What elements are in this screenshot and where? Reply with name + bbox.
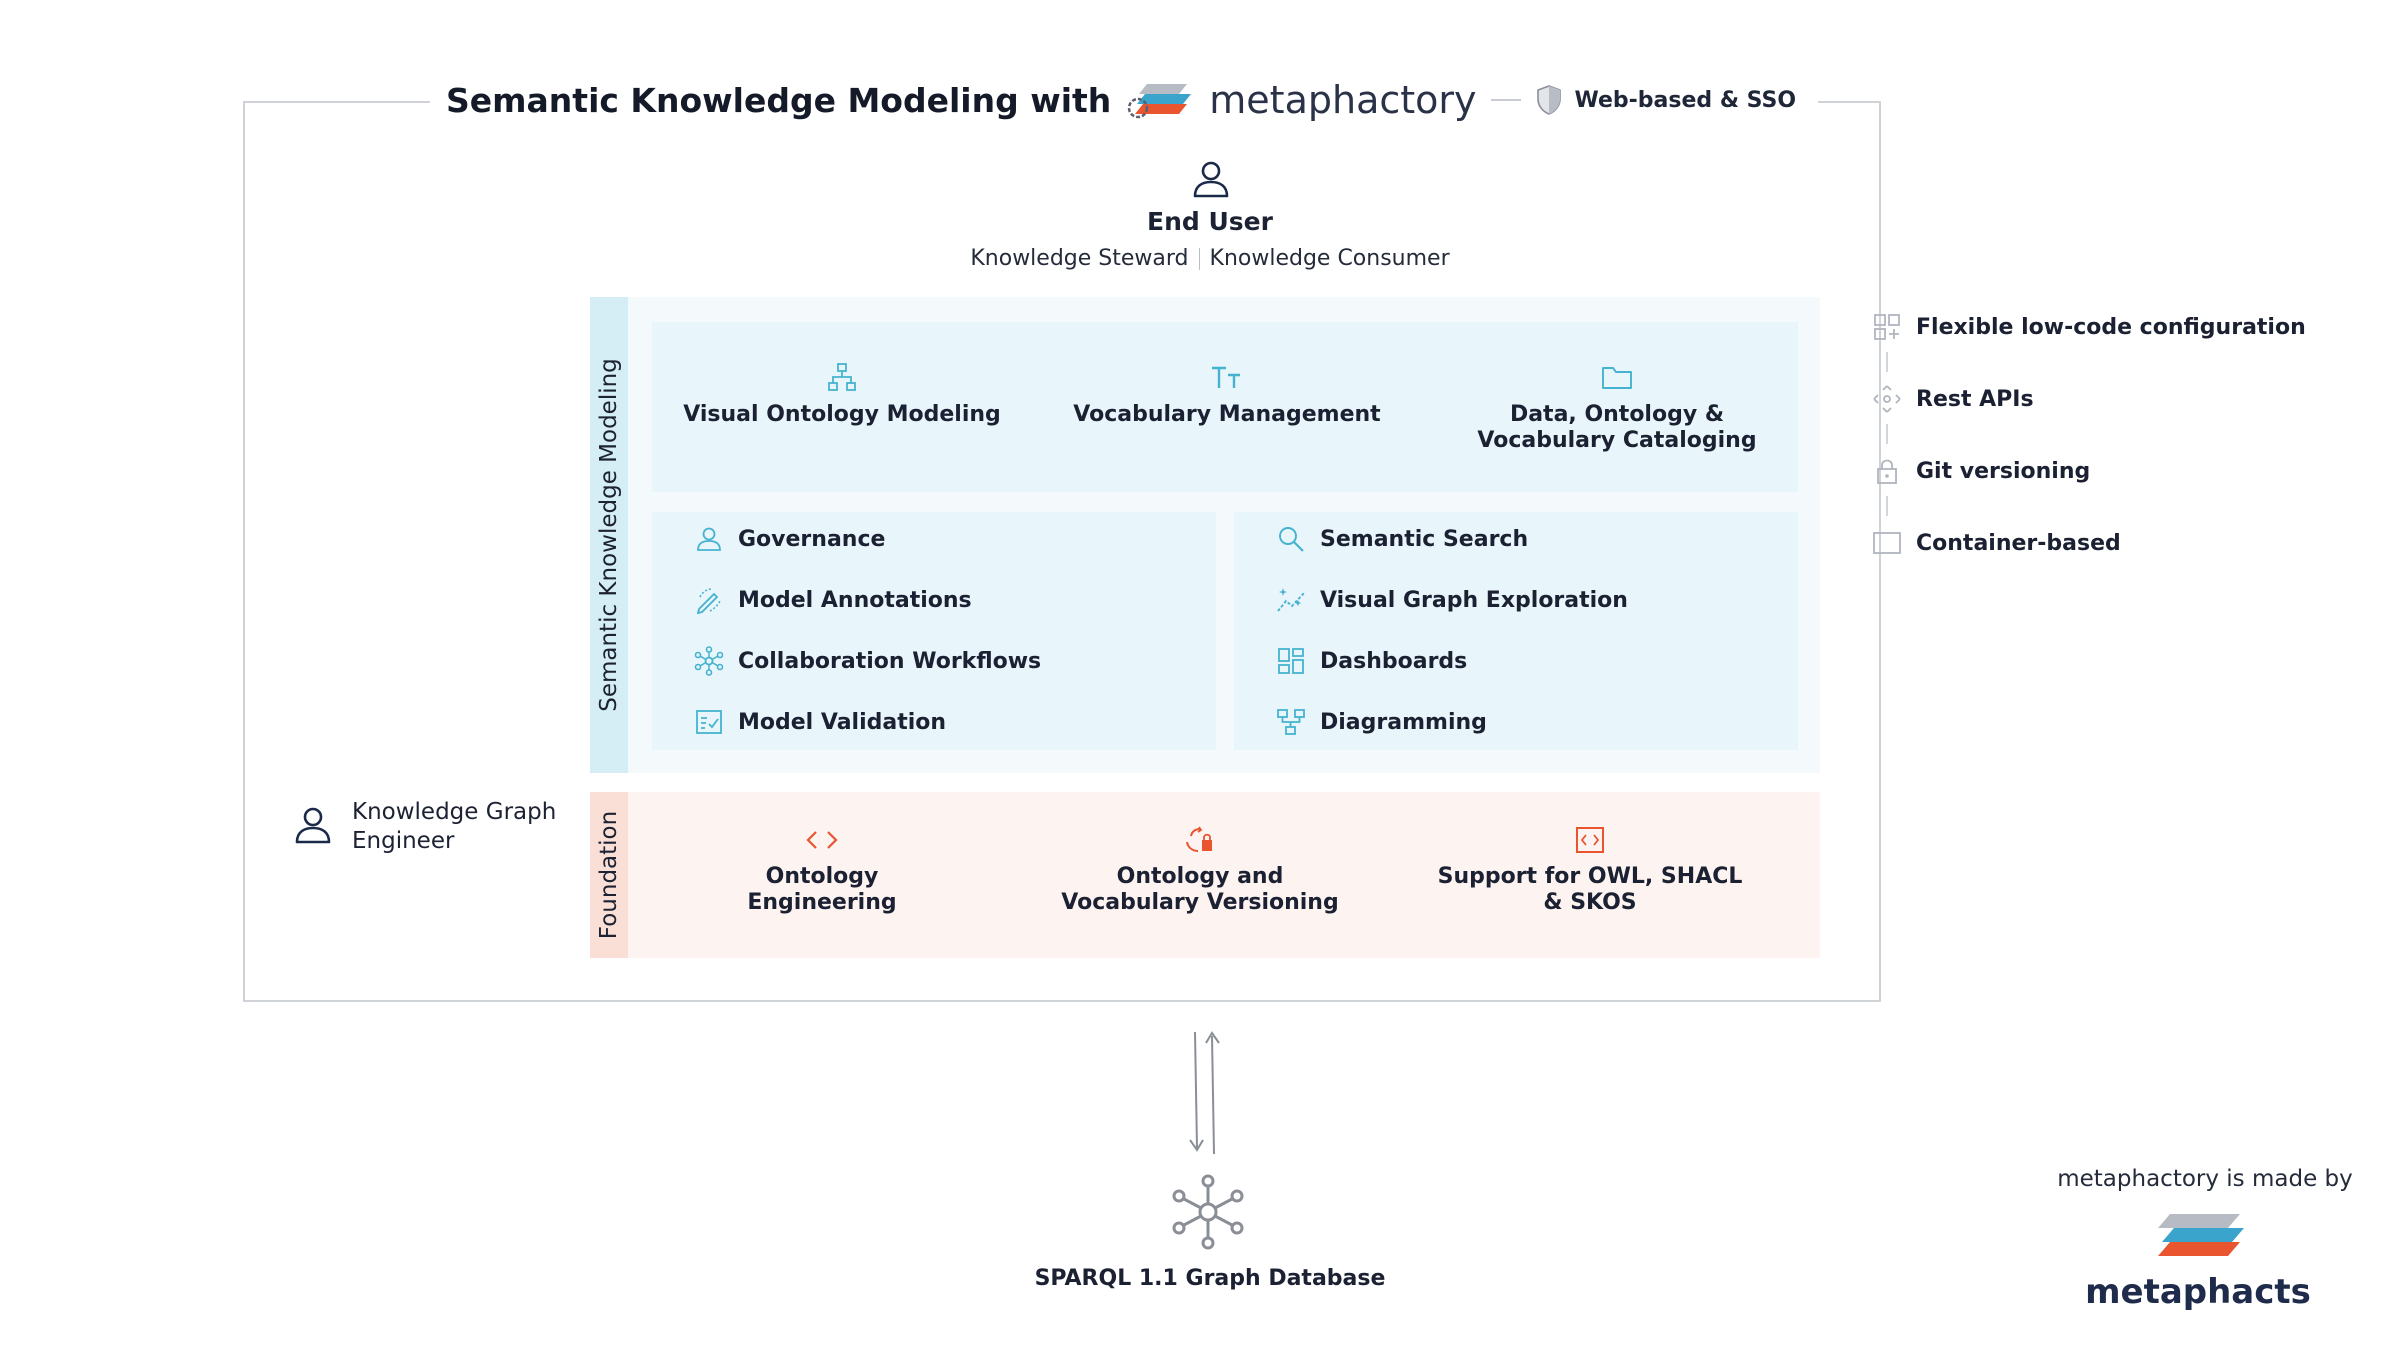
list-item-label: Model Validation (738, 709, 947, 735)
company-name: metaphacts (2085, 1272, 2311, 1312)
feature-data-ontology-cataloging: Data, Ontology & Vocabulary Cataloging (1452, 362, 1782, 454)
lock-icon (1877, 459, 1897, 484)
role-knowledge-consumer: Knowledge Consumer (1209, 246, 1450, 271)
shield-icon (1536, 85, 1561, 115)
made-by-text: metaphactory is made by (2057, 1166, 2353, 1192)
foundation-label-line1: Ontology (765, 864, 879, 889)
feature-label-line1: Data, Ontology & (1509, 402, 1725, 427)
foundation-ontology-versioning: Ontology and Vocabulary Versioning (1020, 826, 1380, 916)
metaphacts-logo-icon (2158, 1214, 2244, 1256)
list-item-label: Diagramming (1320, 709, 1487, 735)
sso-badge: Web-based & SSO (1574, 87, 1797, 113)
governance-panel: Governance Model Annotations Collaborati… (652, 512, 1216, 750)
annotate-icon (696, 588, 721, 615)
title-divider (1490, 99, 1521, 101)
list-item-label: Model Annotations (738, 587, 972, 613)
engineer-icon (295, 807, 331, 844)
end-user-title: End User (1147, 207, 1273, 236)
graph-hub-icon (1172, 1174, 1244, 1250)
text-type-icon (1212, 366, 1240, 388)
metaphactory-logo-icon (1128, 84, 1192, 119)
feature-label-line2: Vocabulary Cataloging (1477, 428, 1757, 453)
folder-icon (1602, 367, 1632, 389)
api-icon (1873, 385, 1901, 413)
foundation-label: Foundation (596, 810, 623, 940)
diagram-title: Semantic Knowledge Modeling with (446, 80, 1112, 120)
semantic-modeling-label-bar: Semantic Knowledge Modeling (590, 297, 628, 773)
side-connector (1886, 424, 1888, 444)
feature-label: Visual Ontology Modeling (683, 402, 1001, 427)
side-feature-label: Git versioning (1916, 458, 2091, 484)
list-item-diagramming: Diagramming (1276, 707, 1487, 737)
list-item-model-annotations: Model Annotations (694, 585, 972, 615)
list-item-model-validation: Model Validation (694, 707, 946, 737)
foundation-label-line2: Engineering (747, 890, 897, 915)
side-feature-label: Container-based (1916, 530, 2121, 556)
side-feature-label: Rest APIs (1916, 386, 2034, 412)
grid-plus-icon (1874, 314, 1900, 340)
top-features-panel: Visual Ontology Modeling Vocabulary Mana… (652, 322, 1798, 492)
dashboard-icon (1278, 648, 1304, 674)
checklist-icon (696, 710, 722, 734)
role-separator (1198, 248, 1200, 270)
foundation-section: Ontology Engineering Ontology and Vocabu… (590, 792, 1820, 958)
exploration-panel: Semantic Search Visual Graph Exploration… (1234, 512, 1798, 750)
list-item-label: Governance (738, 526, 886, 552)
feature-vocabulary-management: Vocabulary Management (1062, 362, 1392, 428)
list-item-semantic-search: Semantic Search (1276, 524, 1528, 554)
semantic-modeling-label: Semantic Knowledge Modeling (596, 358, 622, 712)
diagram-header: Semantic Knowledge Modeling with metapha… (430, 68, 1819, 132)
sparkline-icon (1277, 588, 1305, 612)
foundation-label-bar: Foundation (590, 792, 628, 958)
list-item-governance: Governance (694, 524, 885, 554)
list-item-visual-graph-exploration: Visual Graph Exploration (1276, 585, 1628, 615)
engineer-label: Knowledge Graph Engineer (352, 798, 556, 856)
engineer-label-line1: Knowledge Graph (352, 799, 557, 825)
end-user-icon (1193, 161, 1229, 198)
side-feature-container-based: Container-based (1872, 528, 2121, 558)
versioning-icon (1186, 826, 1212, 852)
foundation-label-line1: Support for OWL, SHACL (1437, 864, 1743, 889)
side-feature-label: Flexible low-code configuration (1916, 314, 2306, 340)
foundation-label-line1: Ontology and (1116, 864, 1284, 889)
foundation-label-line2: Vocabulary Versioning (1061, 890, 1339, 915)
bidirectional-arrows-icon (1189, 1031, 1220, 1155)
code-box-icon (1576, 827, 1604, 853)
feature-visual-ontology-modeling: Visual Ontology Modeling (672, 362, 1012, 428)
code-icon (806, 831, 838, 849)
network-icon (694, 646, 724, 676)
side-connector (1886, 496, 1888, 516)
brand-name: metaphactory (1209, 78, 1477, 122)
list-item-label: Dashboards (1320, 648, 1468, 674)
list-item-label: Visual Graph Exploration (1320, 587, 1628, 613)
side-connector (1886, 352, 1888, 372)
container-icon (1873, 532, 1901, 554)
list-item-label: Collaboration Workflows (738, 648, 1042, 674)
foundation-ontology-engineering: Ontology Engineering (672, 826, 972, 916)
foundation-owl-shacl-skos: Support for OWL, SHACL & SKOS (1420, 826, 1760, 916)
person-icon (697, 527, 721, 551)
diagram-icon (1277, 709, 1305, 735)
foundation-label-line2: & SKOS (1543, 890, 1637, 915)
engineer-label-line2: Engineer (352, 828, 455, 854)
side-feature-low-code: Flexible low-code configuration (1872, 312, 2306, 342)
feature-label: Vocabulary Management (1073, 402, 1381, 427)
end-user-roles: Knowledge Steward Knowledge Consumer (900, 246, 1520, 271)
list-item-dashboards: Dashboards (1276, 646, 1467, 676)
database-label: SPARQL 1.1 Graph Database (1034, 1266, 1386, 1291)
side-feature-git-versioning: Git versioning (1872, 456, 2090, 486)
list-item-label: Semantic Search (1320, 526, 1529, 552)
list-item-collaboration-workflows: Collaboration Workflows (694, 646, 1041, 676)
hierarchy-icon (828, 363, 856, 391)
search-icon (1279, 527, 1304, 552)
role-knowledge-steward: Knowledge Steward (970, 246, 1189, 271)
side-feature-rest-apis: Rest APIs (1872, 384, 2034, 414)
